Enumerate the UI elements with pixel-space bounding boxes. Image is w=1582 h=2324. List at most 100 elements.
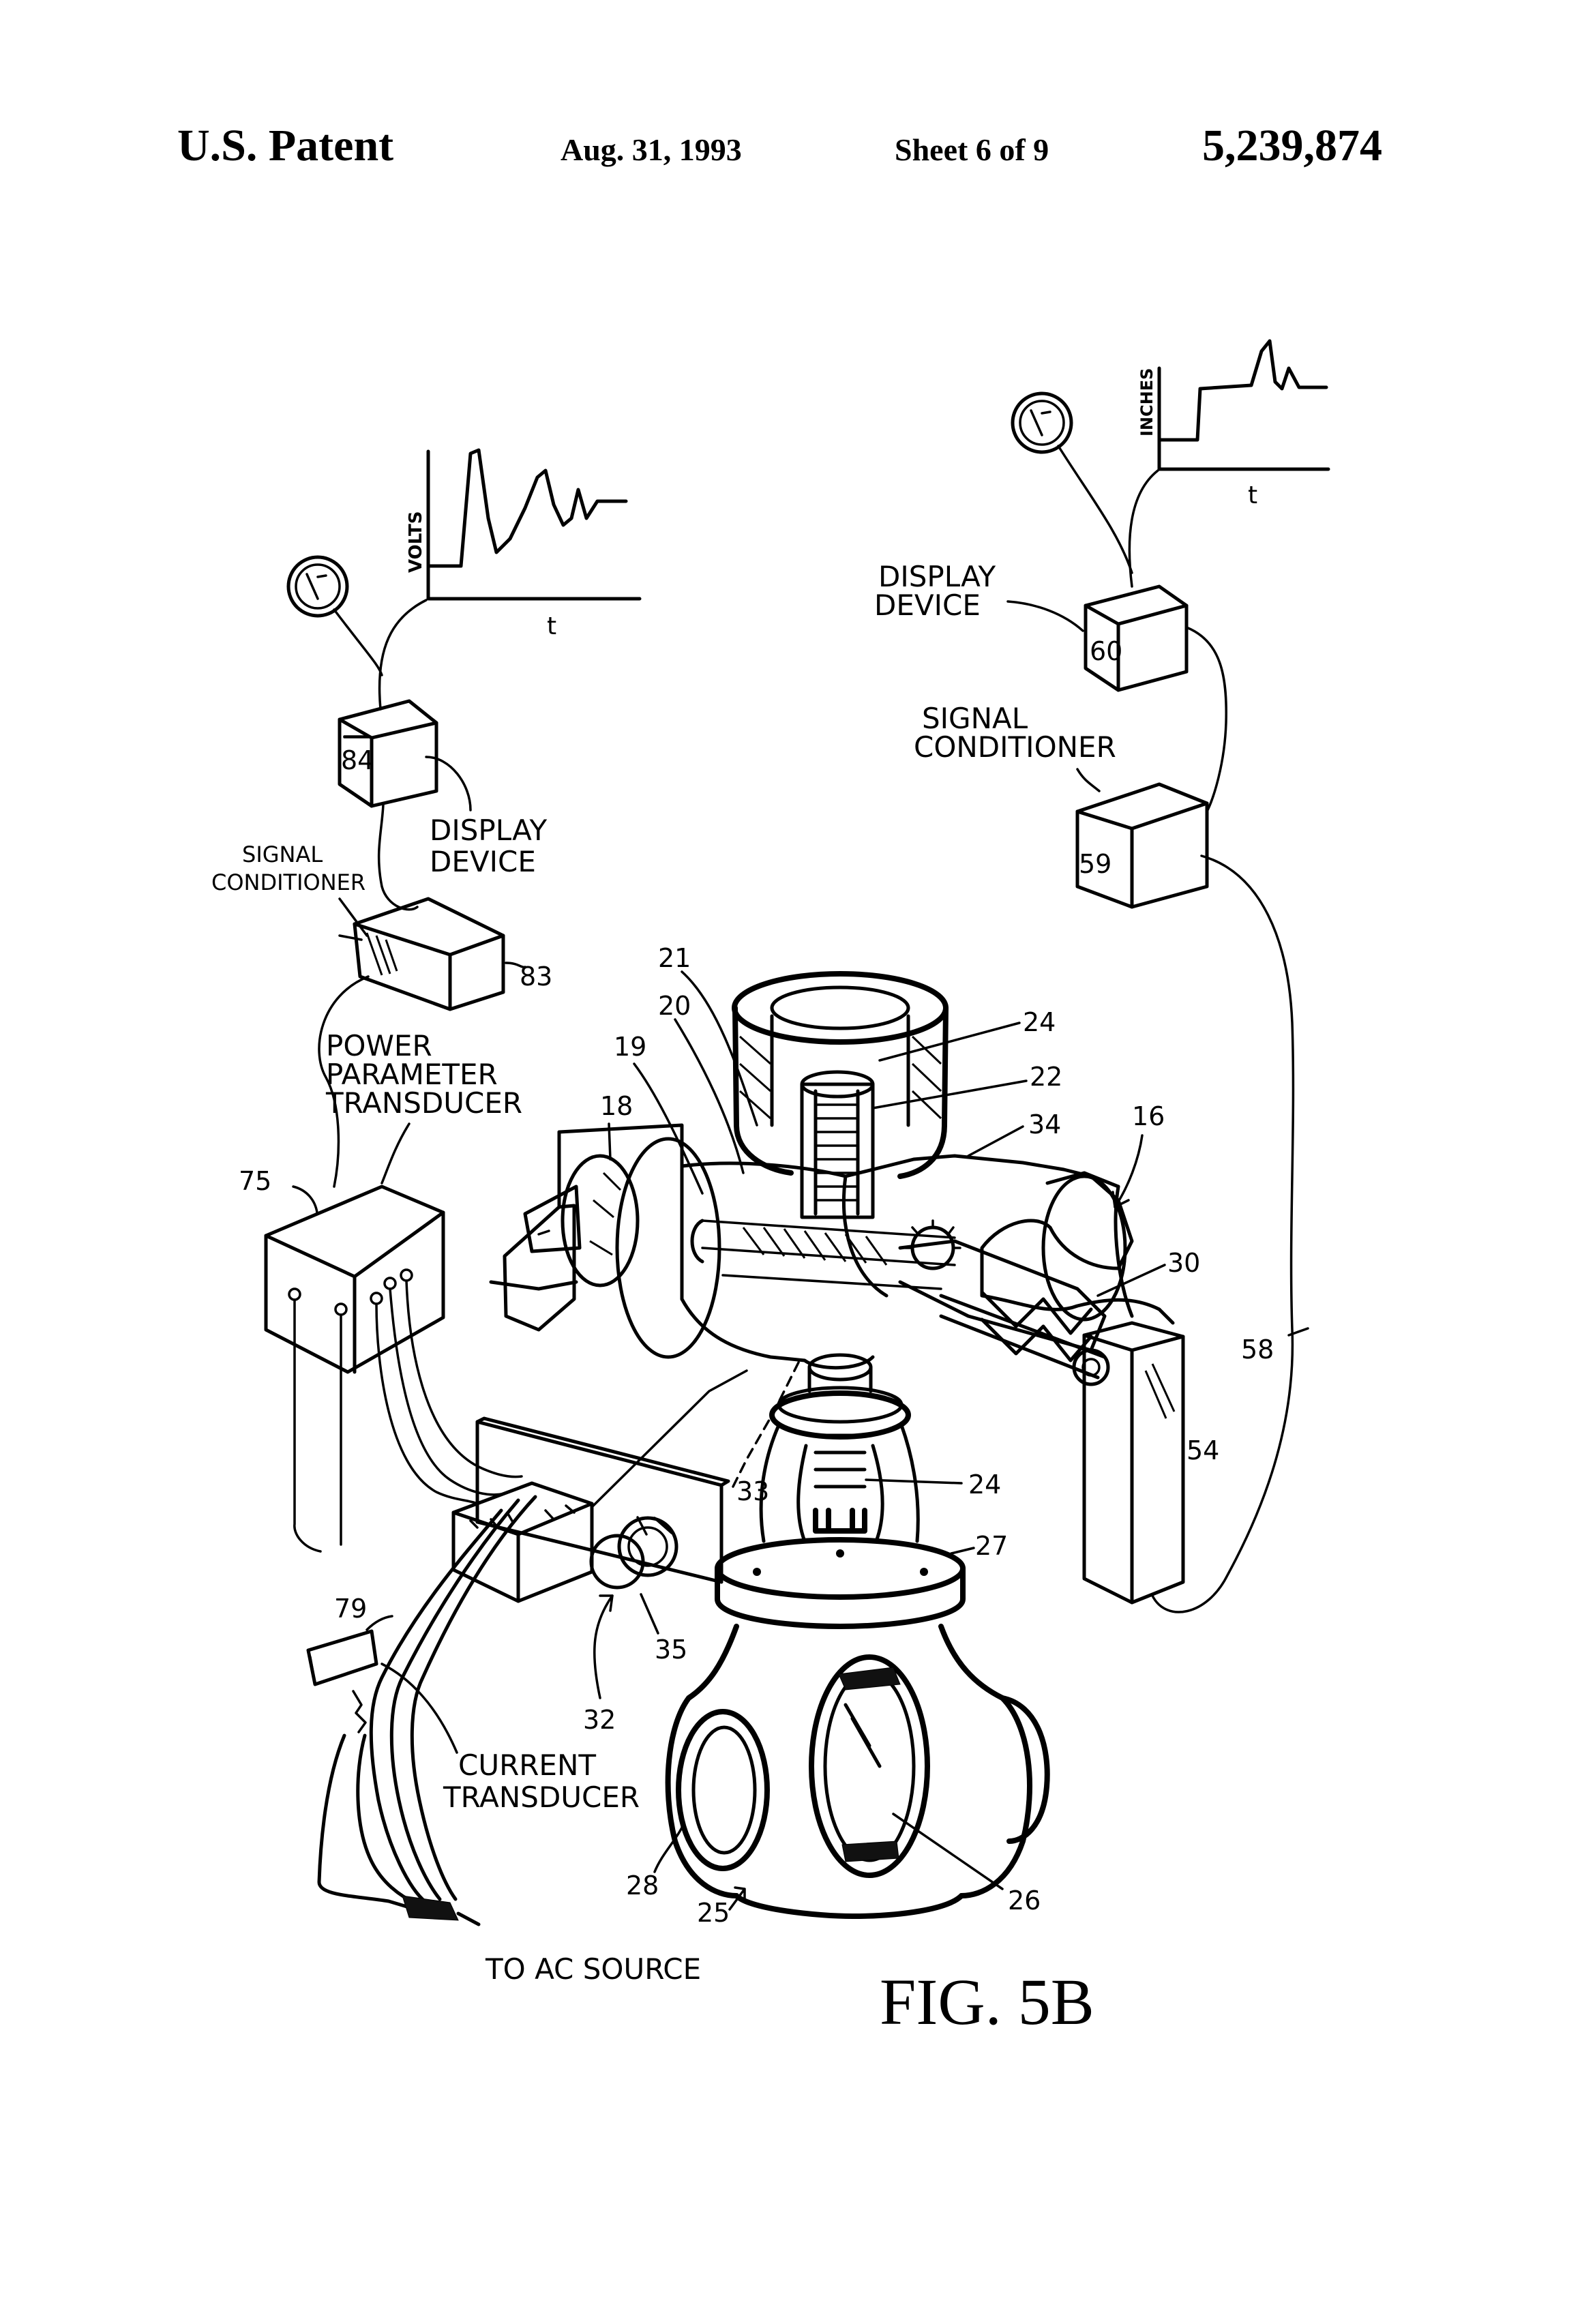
leader-21: [681, 970, 758, 1127]
leader-75: [292, 1185, 318, 1214]
leader-current-transducer: [380, 1663, 458, 1754]
signal-conditioner-right-line1: SIGNAL: [922, 702, 1028, 735]
ref-20: 20: [658, 991, 691, 1021]
leader-display-60: [1006, 600, 1084, 632]
header-patent: U.S. Patent: [177, 121, 393, 170]
wire-60-to-59: [1185, 626, 1227, 813]
header-number: 5,239,874: [1202, 121, 1382, 170]
leader-35: [640, 1593, 659, 1635]
leader-30: [1096, 1264, 1166, 1297]
ref-18: 18: [600, 1091, 633, 1121]
time-axis-label-right: t: [1248, 481, 1257, 509]
ref-24-top: 24: [1023, 1007, 1056, 1037]
leader-power-75: [380, 1122, 411, 1185]
ref-28: 28: [626, 1871, 659, 1901]
valve-body-25: [665, 1537, 1050, 1919]
ref-34: 34: [1028, 1109, 1061, 1139]
leader-26: [892, 1813, 1004, 1890]
leader-20: [674, 1018, 745, 1174]
signal-conditioner-left-line1: SIGNAL: [242, 841, 323, 867]
wire-graph-to-60: [1128, 469, 1159, 588]
leader-24-bottom: [865, 1478, 963, 1485]
leader-18: [608, 1122, 612, 1161]
ref-60: 60: [1090, 636, 1122, 666]
display-device-84: 84: [338, 699, 438, 808]
ref-54: 54: [1186, 1435, 1219, 1465]
leader-79: [365, 1615, 393, 1631]
figure-label: FIG. 5B: [880, 1965, 1094, 2038]
ref-59: 59: [1079, 849, 1111, 879]
ref-19: 19: [614, 1032, 646, 1062]
power-parameter-transducer-75: [264, 1185, 445, 1374]
leader-signal-83: [338, 897, 368, 937]
ac-source-label: TO AC SOURCE: [485, 1952, 701, 1986]
header-date: Aug. 31, 1993: [561, 132, 742, 167]
time-axis-label-left: t: [547, 612, 556, 640]
power-transducer-line3: TRANSDUCER: [325, 1086, 522, 1120]
ref-26: 26: [1008, 1886, 1041, 1916]
ac-cable-1: [317, 1733, 418, 1911]
display-device-left-line1: DISPLAY: [430, 814, 548, 847]
inches-axis-label: INCHES: [1137, 368, 1156, 436]
leader-24-top: [878, 1022, 1021, 1062]
ref-22: 22: [1030, 1062, 1062, 1092]
display-device-left-line2: DEVICE: [430, 845, 536, 878]
display-device-right-line1: DISPLAY: [878, 560, 996, 593]
gauge-icon-left: [286, 555, 383, 676]
ref-79: 79: [334, 1594, 367, 1624]
valve-stem-yoke: [759, 1353, 920, 1543]
arrow-25: [728, 1886, 746, 1911]
wire-83-to-75: [318, 975, 370, 1188]
display-device-right-line2: DEVICE: [874, 589, 981, 622]
voltage-waveform-graph: VOLTS t: [406, 448, 642, 640]
signal-conditioner-83: [353, 897, 505, 1011]
ref-21: 21: [658, 943, 691, 973]
wire-75-a: [293, 1298, 322, 1553]
power-transducer-line1: POWER: [326, 1029, 432, 1062]
leader-19: [633, 1062, 704, 1195]
arrow-signal-83: [338, 934, 363, 941]
ref-27: 27: [975, 1531, 1008, 1561]
arrow-32: [599, 1594, 614, 1612]
leader-33-shaft: [732, 1356, 803, 1488]
ac-cable-2: [356, 1733, 419, 1906]
wire-gauge-to-84: [378, 599, 428, 711]
signal-conditioner-59: 59: [1075, 782, 1209, 909]
ref-58: 58: [1241, 1335, 1274, 1365]
wire-switch-to-actuator: [591, 1369, 748, 1508]
ref-24-bottom: 24: [968, 1470, 1001, 1500]
display-device-60: 60: [1084, 584, 1189, 692]
signal-conditioner-right-line2: CONDITIONER: [914, 730, 1116, 764]
header-sheet: Sheet 6 of 9: [895, 132, 1049, 167]
gear-wheel: [904, 1219, 961, 1270]
spring-cylinder: [732, 971, 949, 1219]
wire-75-e: [405, 1279, 523, 1478]
current-transducer-line1: CURRENT: [458, 1748, 596, 1782]
leader-28: [653, 1826, 683, 1873]
leader-22: [871, 1079, 1028, 1109]
ref-35: 35: [655, 1635, 687, 1665]
leader-27: [950, 1547, 975, 1555]
displacement-waveform-graph: INCHES t: [1137, 339, 1330, 509]
ac-plug: [402, 1895, 459, 1921]
ref-30: 30: [1167, 1248, 1200, 1278]
volts-axis-label: VOLTS: [406, 511, 426, 573]
ac-cable-3: [369, 1508, 503, 1905]
ref-84: 84: [341, 745, 374, 775]
ref-16: 16: [1132, 1101, 1165, 1131]
leader-32: [593, 1594, 614, 1699]
ref-75: 75: [239, 1166, 271, 1196]
ac-cable-5: [410, 1495, 537, 1901]
current-transducer-line2: TRANSDUCER: [443, 1781, 640, 1814]
ac-cable-4: [389, 1498, 520, 1901]
leader-16: [1114, 1134, 1144, 1208]
limit-switch-plate: [451, 1416, 730, 1603]
leader-signal-59: [1076, 768, 1101, 792]
signal-conditioner-left-line2: CONDITIONER: [211, 869, 365, 895]
current-transducer-79: [306, 1629, 378, 1733]
wire-75-d: [389, 1287, 506, 1496]
bracket-54: [1082, 1321, 1185, 1605]
gauge-icon-right: [1011, 391, 1133, 574]
power-transducer-line2: PARAMETER: [326, 1058, 498, 1091]
